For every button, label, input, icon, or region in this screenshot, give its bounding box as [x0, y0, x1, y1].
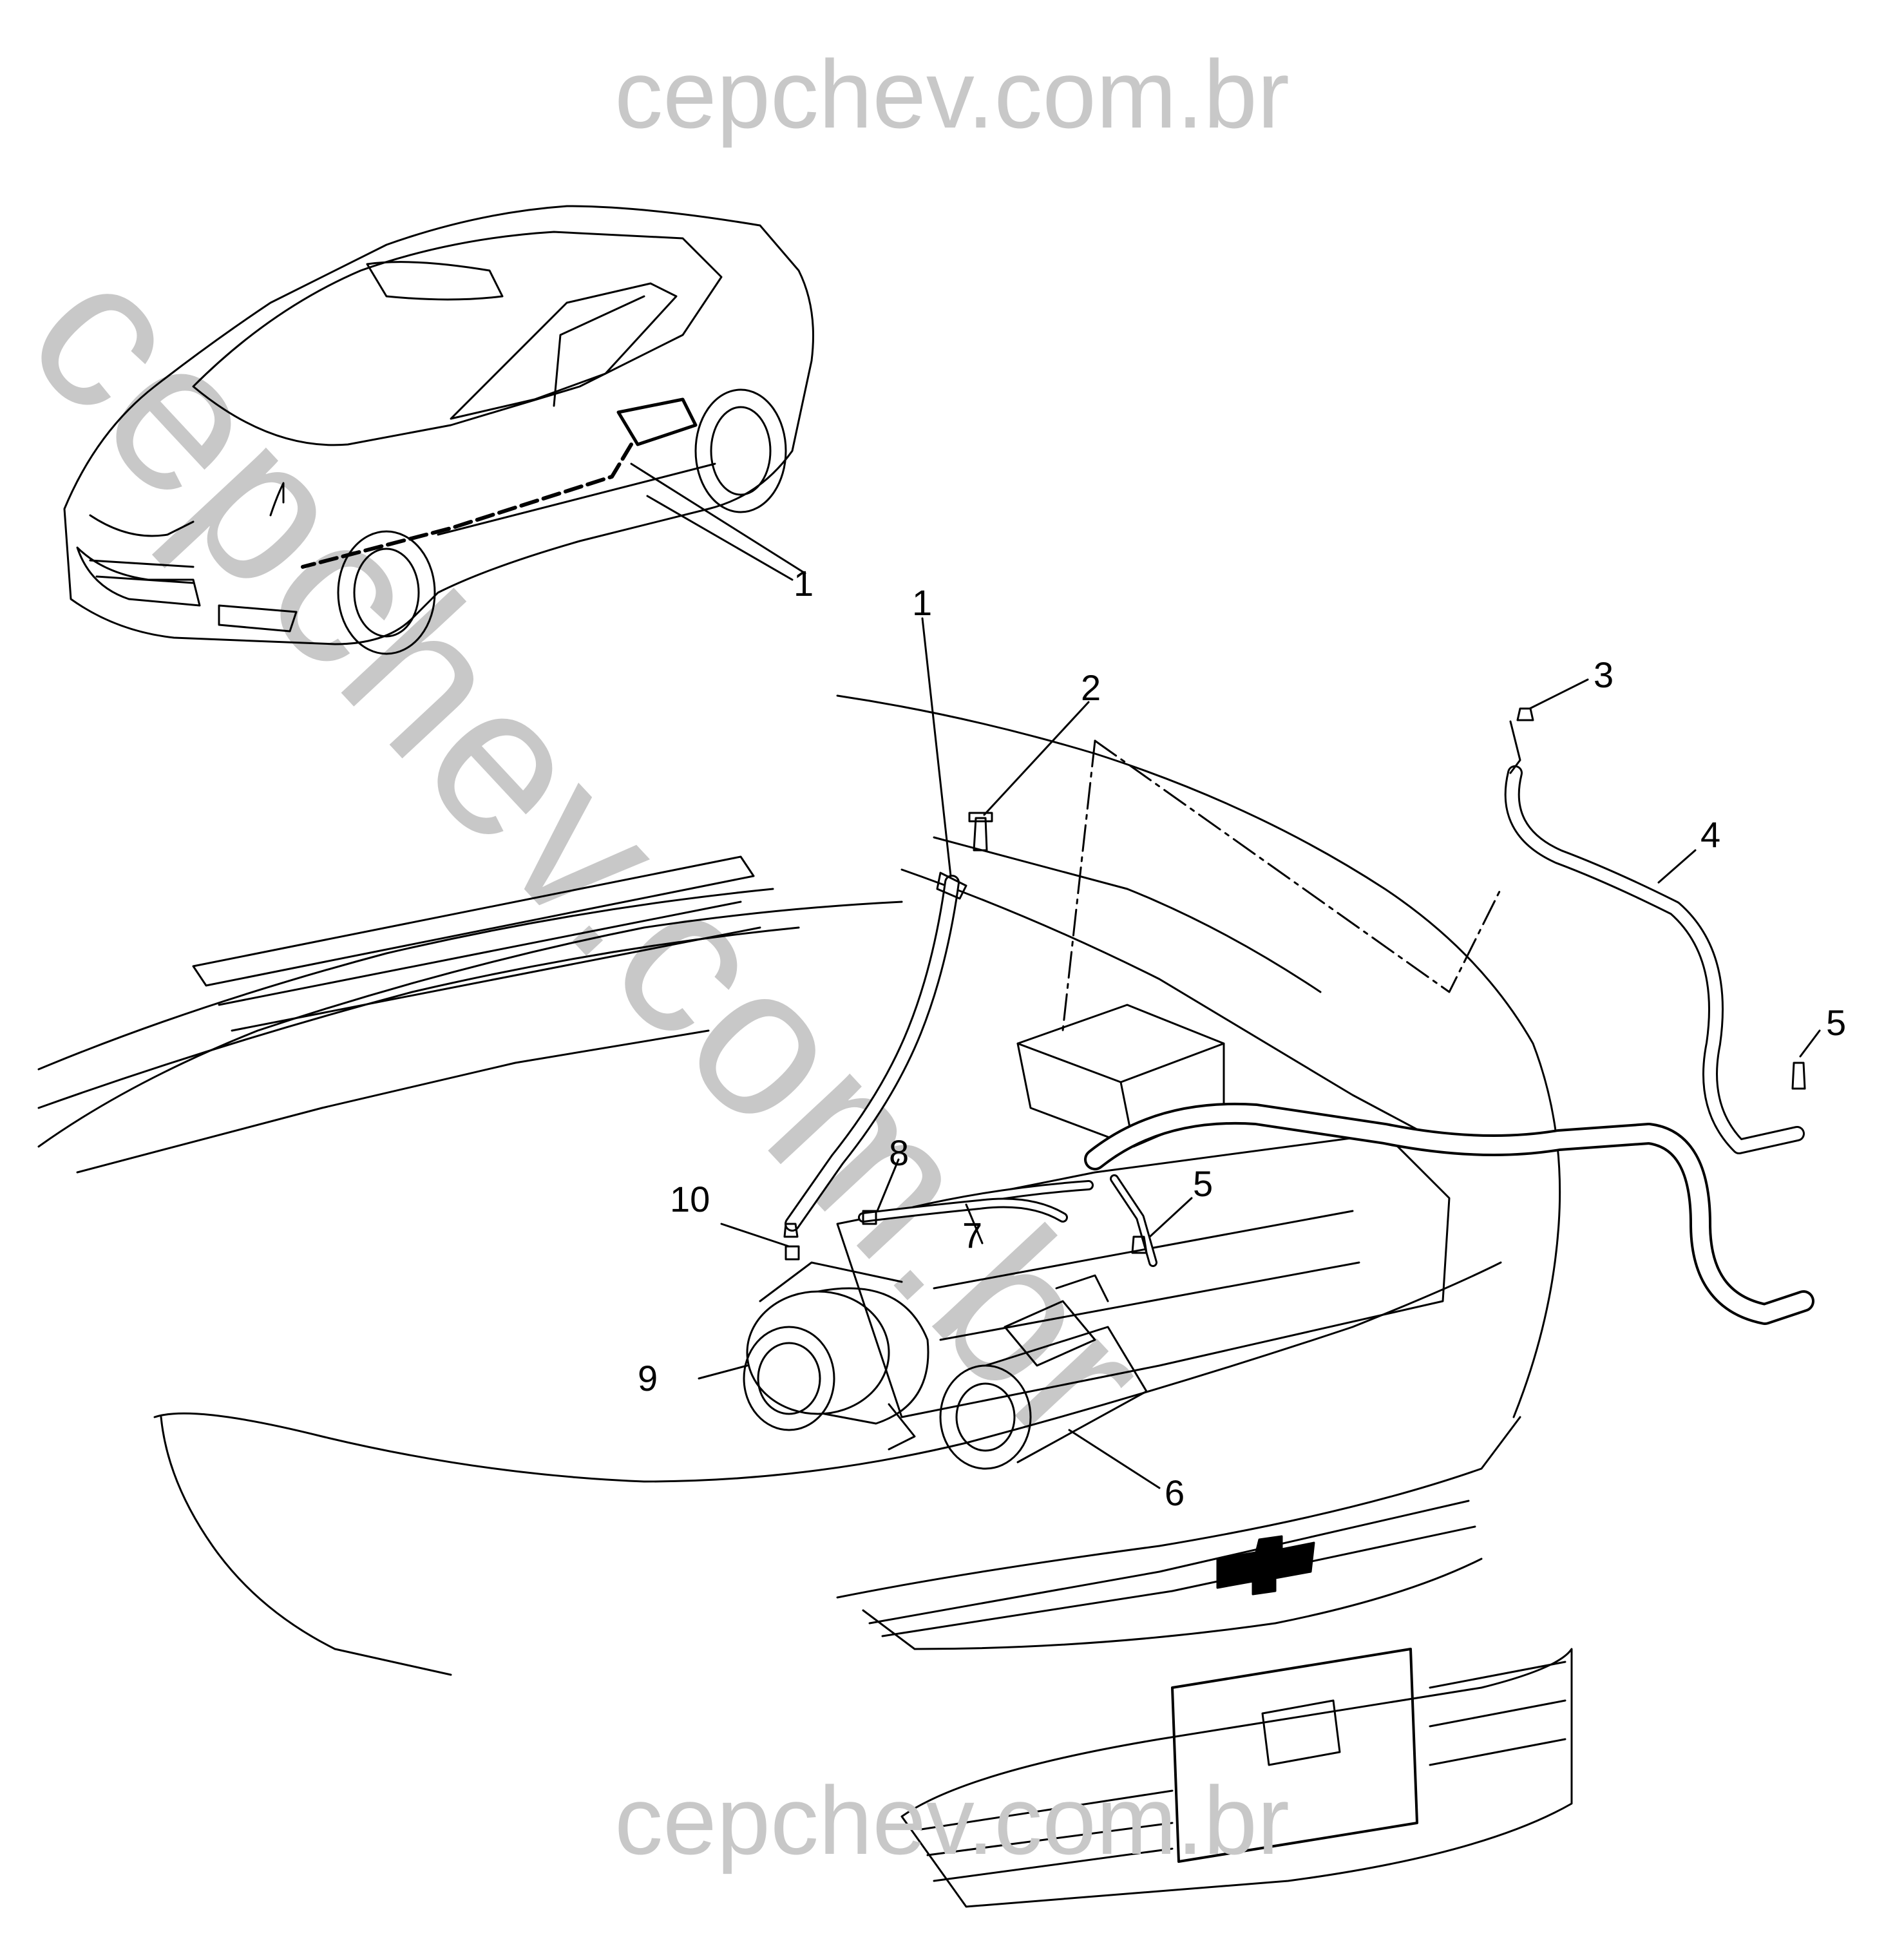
- cable-1: [785, 872, 967, 1232]
- callout-8: 8: [889, 1132, 909, 1173]
- engine-bay: [37, 694, 1573, 1908]
- callout-5-center: 5: [1193, 1163, 1214, 1204]
- cable-4: [1504, 720, 1805, 1154]
- callout-5-right: 5: [1826, 1002, 1847, 1043]
- callout-9: 9: [638, 1358, 658, 1398]
- leader-lines: [646, 495, 1821, 1489]
- watermark-top: cepchev.com.br: [614, 40, 1290, 148]
- cable-7: [858, 1197, 1068, 1223]
- callout-3: 3: [1594, 654, 1614, 695]
- callout-2: 2: [1081, 667, 1101, 708]
- callout-1-engine-harness: 1: [912, 582, 933, 623]
- callout-6: 6: [1165, 1473, 1185, 1513]
- car-overview: [63, 205, 814, 655]
- callout-4: 4: [1700, 814, 1721, 855]
- starter: [939, 1274, 1148, 1470]
- fasteners: [783, 707, 1806, 1261]
- callout-10: 10: [670, 1179, 710, 1219]
- main-harness: [909, 1102, 1814, 1325]
- callout-7: 7: [962, 1215, 983, 1255]
- callout-1-car-overview: 1: [794, 563, 814, 604]
- generator: [743, 1261, 929, 1451]
- watermark-bottom: cepchev.com.br: [614, 1766, 1290, 1874]
